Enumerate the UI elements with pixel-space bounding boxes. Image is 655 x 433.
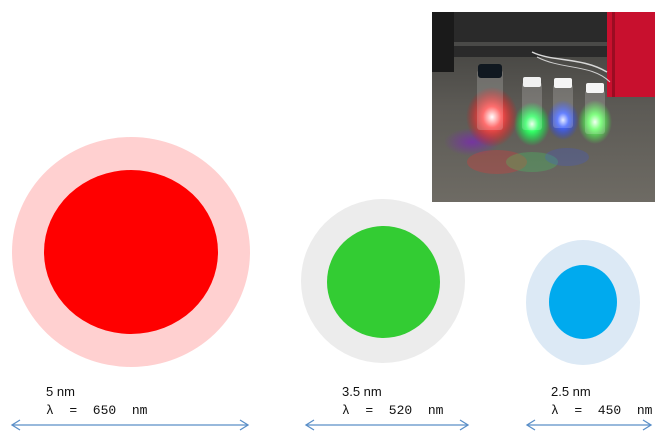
green-dot-size-label: 3.5 nm: [342, 384, 382, 399]
blue-dot-size-label: 2.5 nm: [551, 384, 591, 399]
red-dot-size-label: 5 nm: [46, 384, 75, 399]
blue-dot-core: [549, 265, 617, 339]
green-dot-core: [327, 226, 440, 338]
green-dot-size-arrow: [304, 419, 470, 431]
red-dot-size-arrow: [10, 419, 250, 431]
red-dot-wavelength-label: λ = 650 nm: [46, 403, 148, 418]
photo-vials-glowing-icon: [432, 12, 655, 202]
green-dot-wavelength-label: λ = 520 nm: [342, 403, 444, 418]
blue-dot-size-arrow: [525, 419, 653, 431]
blue-dot-wavelength-label: λ = 450 nm: [551, 403, 653, 418]
red-dot-core: [44, 170, 218, 334]
glowing-vials-photo: [432, 12, 655, 202]
